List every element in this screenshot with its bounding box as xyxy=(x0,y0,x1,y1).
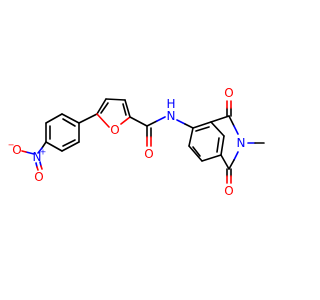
bond xyxy=(210,121,225,137)
bond xyxy=(129,116,148,127)
bond xyxy=(233,151,239,161)
bond xyxy=(188,145,203,162)
bond xyxy=(228,159,235,170)
bond xyxy=(156,116,166,122)
imide-oxygen-bottom-label: O xyxy=(224,184,233,198)
bond xyxy=(40,165,43,170)
bond xyxy=(62,118,76,127)
bond xyxy=(184,123,194,129)
bond xyxy=(105,98,126,101)
amide-oxygen-label: O xyxy=(144,147,153,161)
bonds xyxy=(21,98,265,184)
furan-oxygen-label: O xyxy=(110,123,119,137)
molecule-structure: O O N H N O O N + O − O xyxy=(8,86,265,198)
bond xyxy=(96,113,110,128)
nitro-oxygen-left-charge: − xyxy=(8,141,15,150)
bond xyxy=(192,146,201,157)
nitro-nitrogen-label: N xyxy=(33,150,42,164)
bond xyxy=(195,126,210,132)
bond xyxy=(188,127,194,147)
bond xyxy=(146,120,158,127)
nitro-nitrogen-charge: + xyxy=(40,148,47,157)
bond xyxy=(78,113,98,124)
bond xyxy=(45,113,63,124)
bond xyxy=(122,103,127,116)
bond xyxy=(228,115,235,127)
bond xyxy=(36,166,39,171)
bond xyxy=(21,150,27,153)
bond xyxy=(62,139,76,147)
atom-labels: O O N H N O O N + O − O xyxy=(8,86,246,198)
bond xyxy=(100,102,109,114)
nitro-oxygen-left-label: O xyxy=(12,143,21,157)
bond xyxy=(233,125,239,135)
bond xyxy=(192,121,212,129)
bond xyxy=(216,137,220,153)
bond xyxy=(220,135,225,156)
bond xyxy=(25,151,35,155)
bond xyxy=(96,98,107,115)
bond xyxy=(176,119,186,125)
amide-nitrogen-label: N xyxy=(167,109,176,123)
bond xyxy=(120,116,131,125)
bond xyxy=(61,113,80,124)
bond xyxy=(37,147,43,154)
amide-hydrogen-label: H xyxy=(166,97,175,111)
bond xyxy=(61,141,80,152)
bond xyxy=(124,99,131,118)
nitro-oxygen-bottom-label: O xyxy=(34,170,43,184)
imide-oxygen-top-label: O xyxy=(224,86,233,100)
bond xyxy=(220,154,230,170)
imide-nitrogen-label: N xyxy=(237,136,246,150)
bond xyxy=(201,154,222,162)
bond xyxy=(41,141,47,149)
bond xyxy=(210,115,230,123)
bond xyxy=(45,141,63,152)
